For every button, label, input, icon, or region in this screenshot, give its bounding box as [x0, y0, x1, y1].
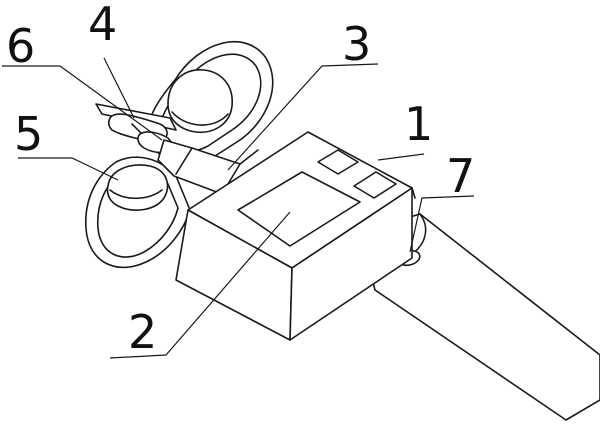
- leader-6: [2, 65, 163, 141]
- leader-2: [109, 211, 291, 359]
- label-3: 3: [342, 17, 371, 71]
- label-1: 1: [404, 97, 433, 151]
- lower-cup: [106, 164, 169, 211]
- leader-4: [103, 57, 135, 119]
- leader-1: [377, 153, 425, 161]
- label-5: 5: [14, 107, 43, 161]
- label-2: 2: [128, 305, 157, 359]
- leader-5: [18, 157, 119, 181]
- leader-3: [227, 63, 379, 171]
- leader-lines: [2, 57, 475, 359]
- upper-cup: [167, 69, 233, 133]
- control-buttons: [317, 149, 397, 199]
- label-4: 4: [88, 0, 117, 51]
- label-6: 6: [6, 19, 35, 73]
- label-7: 7: [446, 149, 475, 203]
- display-screen: [237, 171, 361, 247]
- leader-7: [409, 195, 475, 253]
